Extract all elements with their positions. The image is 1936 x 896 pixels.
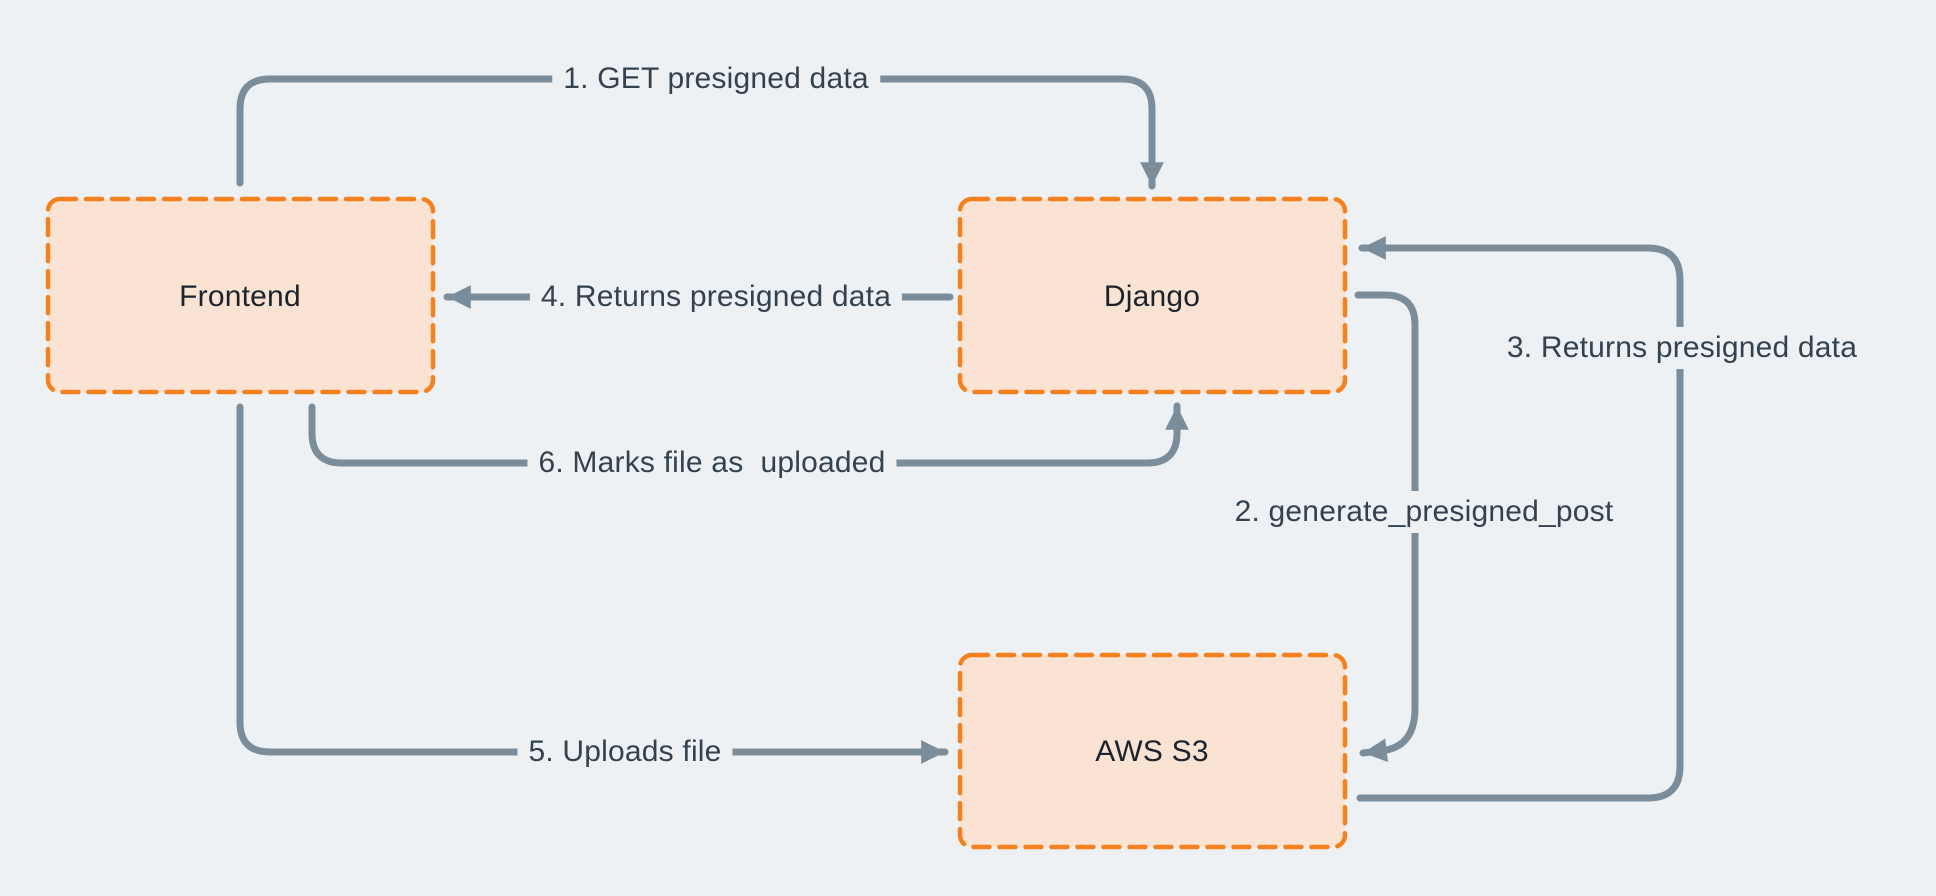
edge-5-uploads-file	[236, 403, 949, 764]
edge-label-4: 4. Returns presigned data	[529, 276, 903, 318]
node-label-django: Django	[1103, 280, 1201, 313]
edge-3-returns-presigned-data	[1356, 236, 1684, 802]
edge-label-5: 5. Uploads file	[517, 731, 733, 773]
node-box-frontend	[45, 196, 436, 395]
edge-label-6: 6. Marks file as uploaded	[527, 442, 897, 484]
edge-label-3: 3. Returns presigned data	[1495, 327, 1869, 369]
node-label-aws-s3: AWS S3	[1095, 735, 1209, 768]
edge-2-generate-presigned-post	[1354, 291, 1419, 763]
edge-label-2: 2. generate_presigned_post	[1223, 491, 1625, 533]
node-box-aws-s3	[957, 652, 1348, 850]
node-label-frontend: Frontend	[179, 280, 301, 313]
edge-label-1: 1. GET presigned data	[552, 58, 880, 100]
node-box-django	[957, 196, 1348, 395]
